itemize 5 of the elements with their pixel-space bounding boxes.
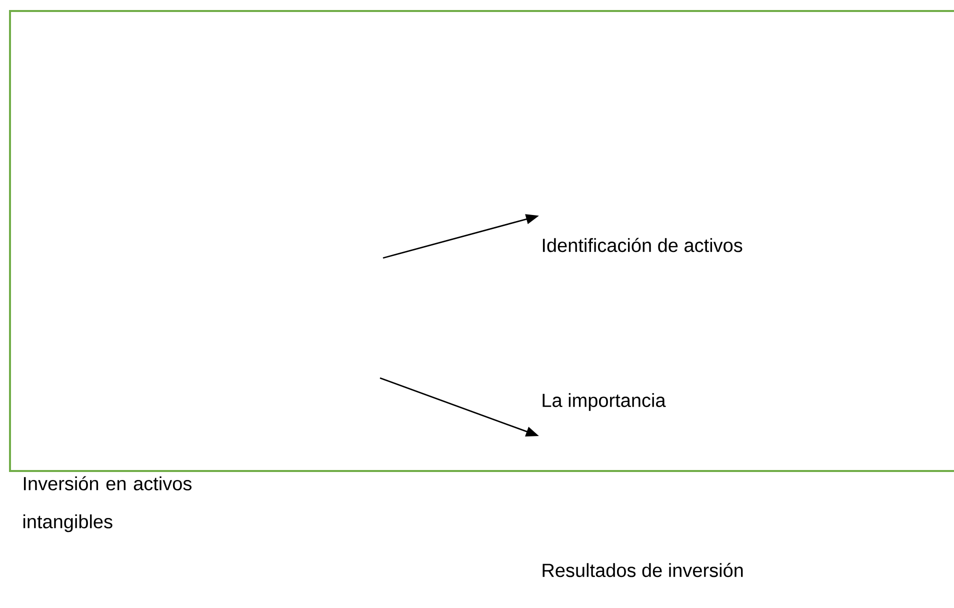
label-text: Resultados de inversión: [542, 562, 743, 578]
node-text: Identificación de activos: [542, 238, 742, 252]
label-text: Inversión en activos intangibles: [23, 476, 192, 532]
frame-box: [9, 10, 954, 472]
node-text: La importancia: [542, 393, 666, 411]
